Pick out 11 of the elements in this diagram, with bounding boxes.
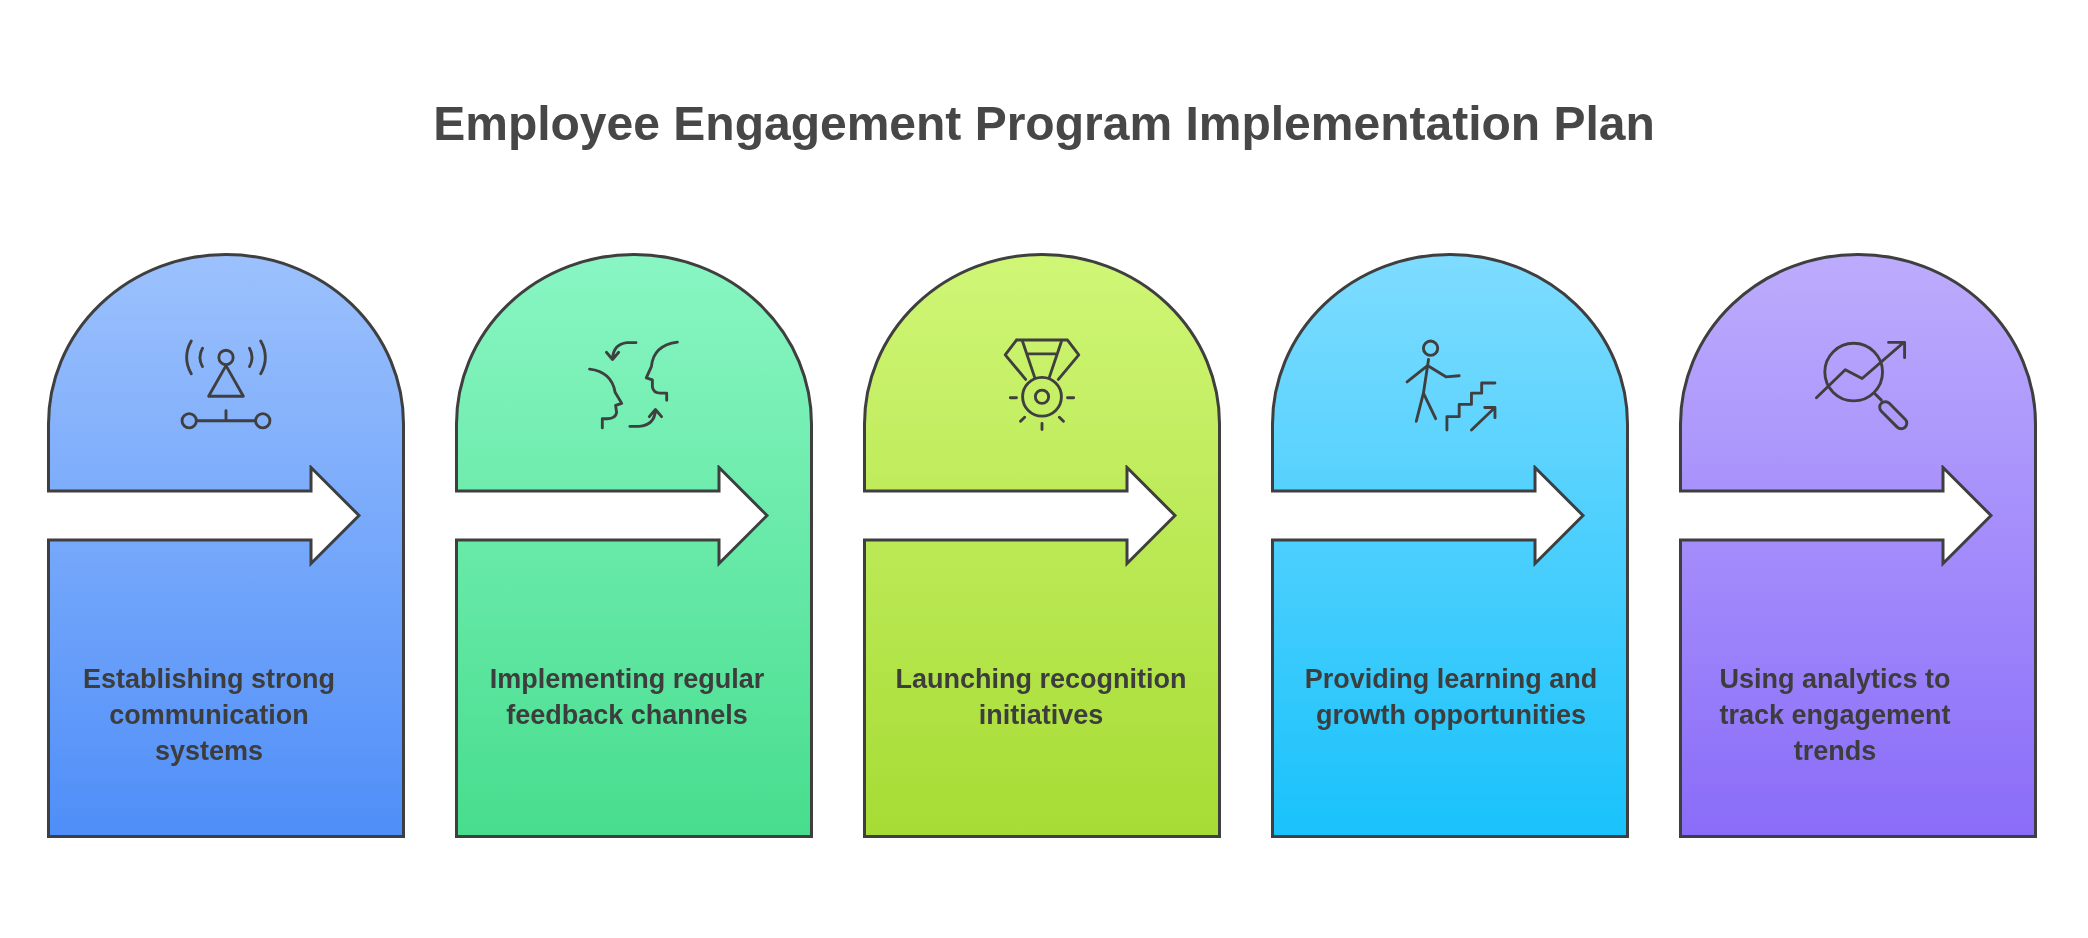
arch-panel xyxy=(863,253,1221,838)
step-label: Implementing regular feedback channels xyxy=(488,663,766,732)
arch-panel xyxy=(1679,253,2037,838)
diagram-title: Employee Engagement Program Implementation Plan xyxy=(433,100,1655,148)
arch-panel xyxy=(1271,253,1629,838)
arch-panel xyxy=(455,253,813,838)
step-label: Launching recognition initiatives xyxy=(894,663,1188,732)
step-label: Using analytics to track engagement trends xyxy=(1718,663,1952,768)
arch-panel xyxy=(47,253,405,838)
step-label: Providing learning and growth opportunities xyxy=(1303,663,1599,732)
step-label: Establishing strong communication systems xyxy=(82,663,336,768)
